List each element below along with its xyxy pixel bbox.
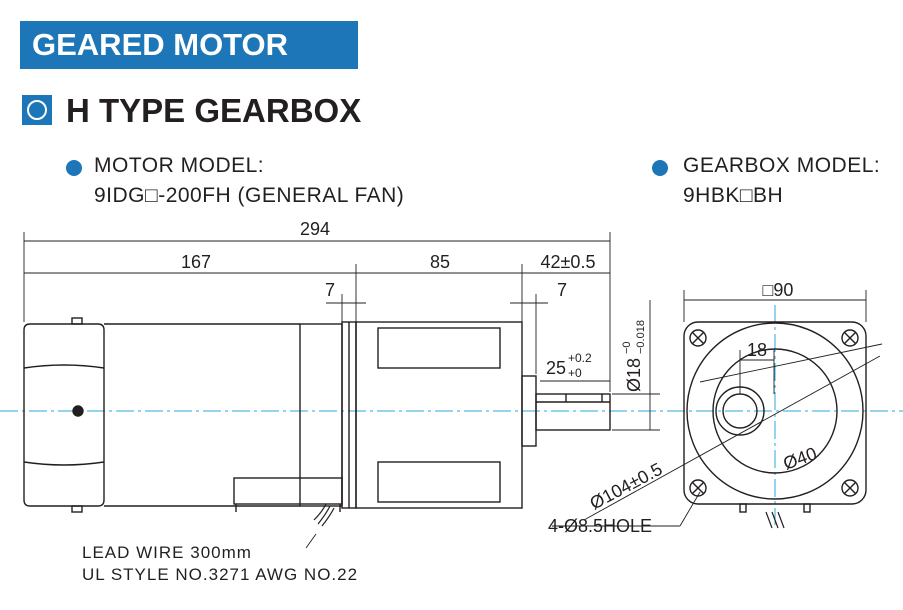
gearbox-model-value: 9HBK□BH	[683, 184, 784, 207]
bullet-dot-icon	[66, 160, 82, 176]
section-bullet-icon	[22, 95, 52, 125]
flange-side	[341, 321, 357, 509]
section-title: H TYPE GEARBOX	[66, 92, 362, 129]
dim-gear-length: 85	[430, 252, 450, 272]
gearbox-side-view	[355, 321, 611, 509]
dim-pcd: Ø104±0.5	[586, 459, 665, 514]
gearbox-model-label: GEARBOX MODEL:	[683, 154, 881, 177]
dim-shaft-dia-sup: −0	[621, 341, 633, 354]
dim-key-sup: +0.2	[568, 351, 592, 365]
dim-shaft-dia-sub: −0.018	[635, 320, 647, 354]
dim-shaft-dia: Ø18	[624, 358, 644, 392]
dim-flange-right: 7	[557, 280, 567, 300]
dim-shaft-length: 42±0.5	[541, 252, 596, 272]
motor-model-label: MOTOR MODEL:	[94, 154, 265, 177]
dim-key-width: 18	[747, 340, 767, 360]
dim-key-sub: +0	[568, 366, 582, 380]
dim-holes: 4-Ø8.5HOLE	[548, 516, 652, 536]
category-banner: GEARED MOTOR	[20, 21, 358, 69]
dim-square: □90	[763, 280, 794, 300]
dim-total: 294	[300, 219, 330, 239]
lead-wire-note-line2: UL STYLE NO.3271 AWG NO.22	[82, 565, 359, 584]
dim-flange-left: 7	[325, 280, 335, 300]
bullet-dot-icon	[652, 160, 668, 176]
front-dimension-lines	[305, 290, 883, 549]
motor-model-value: 9IDG□-200FH (GENERAL FAN)	[94, 184, 405, 207]
dim-pilot: Ø40	[781, 443, 820, 473]
motor-side-view	[23, 317, 343, 527]
dim-key-main: 25	[546, 358, 566, 378]
dimension-lines	[23, 232, 660, 431]
lead-wire-note-line1: LEAD WIRE 300mm	[82, 543, 252, 562]
dim-motor-length: 167	[181, 252, 211, 272]
